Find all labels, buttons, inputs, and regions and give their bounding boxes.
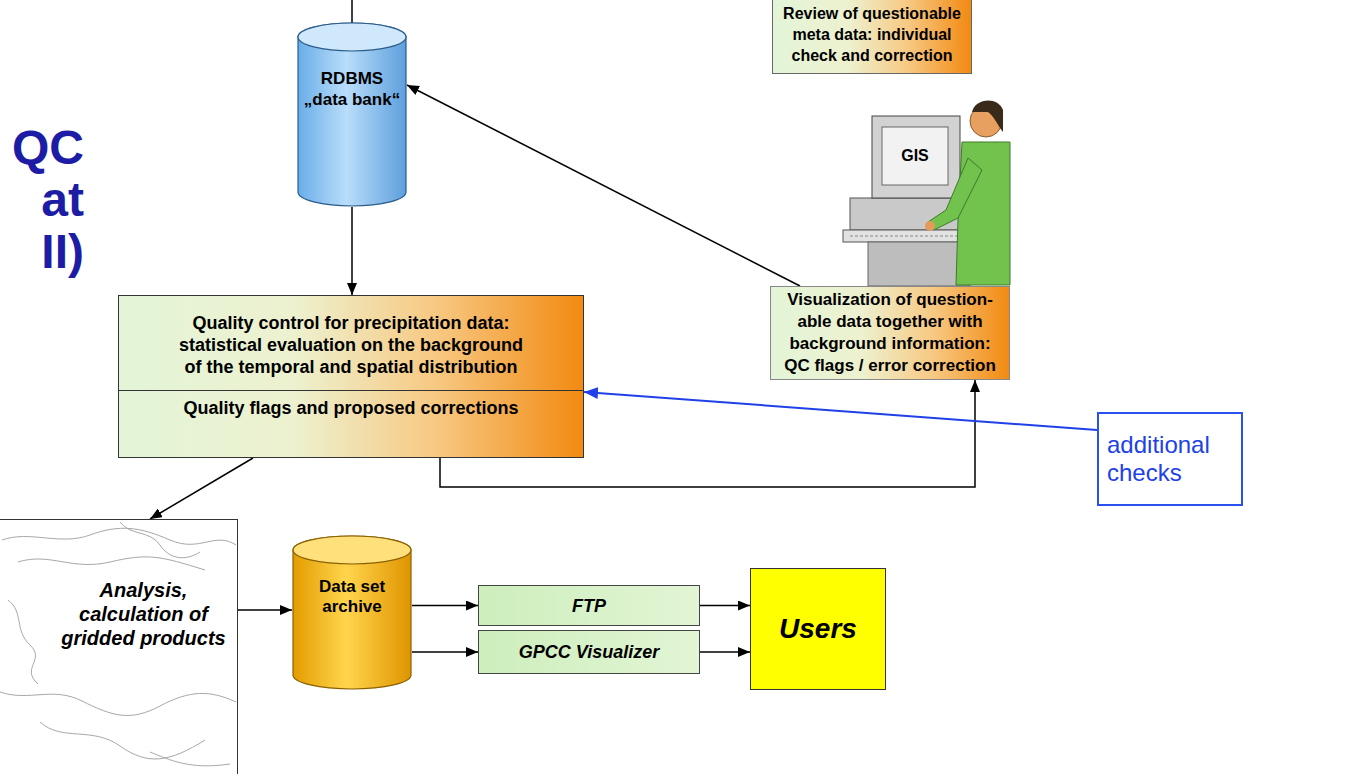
process-box: GPCC Visualizer — [478, 630, 700, 674]
node-text: FTP — [572, 595, 606, 617]
node-text: RDBMS — [321, 68, 383, 89]
flow-arrow — [407, 85, 800, 286]
node-subtext: Quality flags and proposed corrections — [119, 390, 583, 457]
database-cylinder: RDBMS„data bank“ — [297, 22, 407, 207]
node-text: additional checks — [1107, 431, 1235, 487]
flow-arrow — [238, 609, 292, 611]
gis-operator-illustration — [843, 100, 1010, 286]
cylinder-top — [298, 23, 406, 51]
flow-arrow — [584, 392, 1097, 430]
flow-arrow — [700, 605, 750, 607]
node-text: Analysis, calculation of gridded product… — [56, 578, 231, 650]
cylinder-body — [298, 23, 406, 206]
map-illustration — [0, 522, 236, 766]
review-box: Review of questionable meta data: indivi… — [772, 0, 972, 74]
cylinder-body — [293, 536, 411, 689]
node-text: Users — [779, 613, 857, 645]
analysis-box: Analysis, calculation of gridded product… — [0, 519, 238, 774]
slide-title: QC at II) — [2, 122, 84, 278]
users-box: Users — [750, 568, 886, 690]
node-text: GPCC Visualizer — [519, 641, 659, 663]
node-text: Data set archive — [302, 577, 402, 617]
visualization-box: Visualization of question- able data tog… — [770, 286, 1010, 380]
cylinder-outline — [297, 22, 407, 207]
flow-arrow — [351, 207, 353, 295]
node-text: Review of questionable meta data: indivi… — [777, 3, 967, 66]
node-text: Quality control for precipitation data: … — [174, 296, 529, 390]
incoming-line — [351, 0, 353, 24]
flow-arrow — [412, 651, 478, 653]
node-text: Visualization of question- able data tog… — [779, 289, 1001, 377]
callout-box: additional checks — [1097, 412, 1243, 506]
archive-cylinder: Data set archive — [292, 535, 412, 690]
cylinder-top — [293, 536, 411, 564]
quality-control-box: Quality control for precipitation data: … — [118, 295, 584, 458]
flow-arrow — [412, 605, 478, 607]
flow-arrow — [700, 651, 750, 653]
screen-label: GIS — [882, 127, 948, 185]
process-box: FTP — [478, 585, 700, 626]
flow-arrow — [150, 458, 253, 519]
node-subtext: „data bank“ — [304, 89, 400, 110]
